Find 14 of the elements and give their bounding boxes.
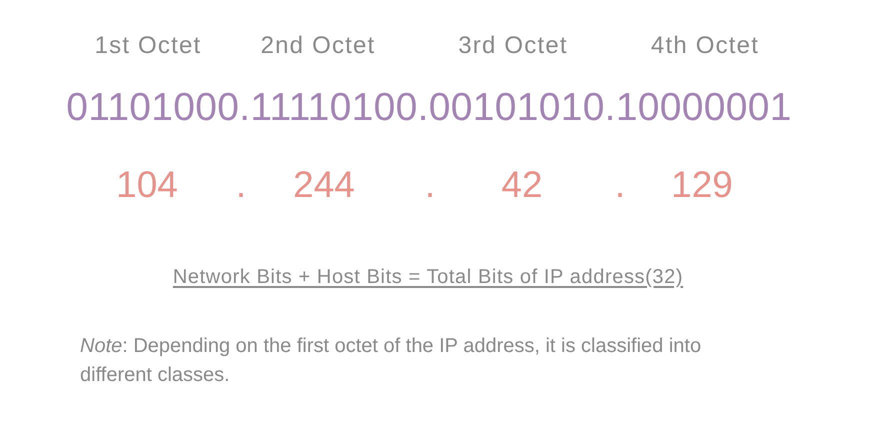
decimal-octet: 129 [671, 164, 733, 206]
dot-separator: . [424, 164, 436, 206]
decimal-octet: 244 [293, 164, 355, 206]
octet-heading: 3rd Octet [458, 32, 568, 60]
octet-heading: 2nd Octet [260, 32, 376, 60]
binary-address: 01101000.11110100.00101010.10000001 [66, 86, 792, 130]
note-text: Note: Depending on the first octet of the IP address, it is classified into different classes. [80, 334, 702, 388]
dot-separator: . [236, 164, 246, 206]
octet-heading: 4th Octet [650, 32, 760, 60]
decimal-octet: 104 [116, 164, 178, 206]
decimal-octet: 42 [501, 164, 543, 206]
formula-text: Network Bits + Host Bits = Total Bits of IP address(32) [172, 266, 684, 288]
octet-heading: 1st Octet [94, 32, 202, 60]
dot-separator: . [614, 164, 626, 206]
